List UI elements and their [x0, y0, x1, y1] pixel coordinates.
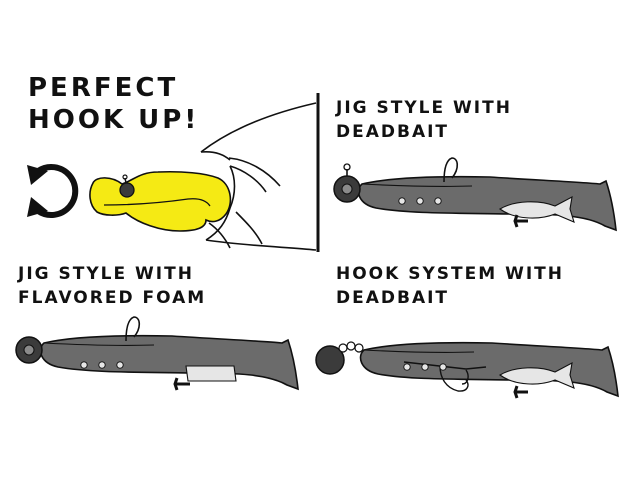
lure-jig-deadbait [333, 157, 617, 232]
yellow-bait-lure [89, 170, 232, 232]
panel-heading-line-2: DEADBAIT [336, 122, 450, 142]
lure-hook-system [315, 341, 619, 399]
headline-line-1: PERFECT [28, 73, 179, 103]
headline: PERFECT HOOK UP! [28, 72, 199, 136]
panel-heading-line-1: JIG STYLE WITH [18, 264, 194, 284]
panel-heading-line-1: HOOK SYSTEM WITH [336, 264, 564, 284]
fish-mouth-outline [200, 102, 317, 251]
panel-heading-line-2: FLAVORED FOAM [18, 288, 207, 308]
panel-heading-line-1: JIG STYLE WITH [336, 98, 512, 118]
panel-heading-jig-foam: JIG STYLE WITH FLAVORED FOAM [18, 262, 206, 310]
panel-heading-jig-deadbait: JIG STYLE WITH DEADBAIT [336, 96, 512, 144]
rotate-arrow-icon [27, 164, 79, 218]
headline-line-2: HOOK UP! [28, 105, 200, 135]
lure-jig-foam [15, 316, 299, 391]
panel-heading-hook-system: HOOK SYSTEM WITH DEADBAIT [336, 262, 564, 310]
panel-heading-line-2: DEADBAIT [336, 288, 450, 308]
